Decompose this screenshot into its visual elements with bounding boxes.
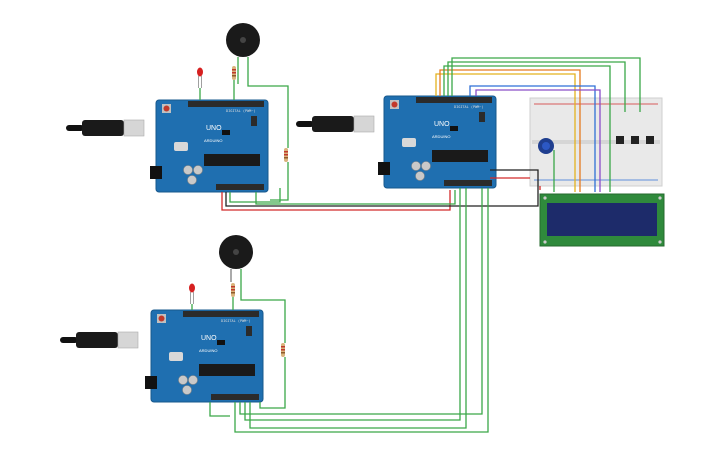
resistor bbox=[232, 66, 236, 80]
piezo-buzzer-1[interactable] bbox=[226, 23, 260, 70]
digital-header-label: DIGITAL (PWM~) bbox=[226, 109, 256, 113]
push-button-1[interactable] bbox=[616, 136, 624, 144]
usb-cable bbox=[65, 119, 145, 137]
digital-header-label: DIGITAL (PWM~) bbox=[221, 319, 251, 323]
usb-cable bbox=[295, 115, 375, 133]
arduino-logo: UNO bbox=[201, 335, 217, 342]
arduino-brand: ARDUINO bbox=[204, 138, 222, 143]
lcd-16x2[interactable] bbox=[539, 193, 665, 247]
red-led-2[interactable] bbox=[189, 283, 195, 305]
arduino-uno-1[interactable]: UNO ARDUINO DIGITAL (PWM~) bbox=[149, 99, 269, 193]
arduino-uno-3[interactable]: UNO ARDUINO DIGITAL (PWM~) bbox=[144, 309, 264, 403]
arduino-brand: ARDUINO bbox=[432, 134, 450, 139]
red-led-1[interactable] bbox=[197, 67, 203, 89]
push-button-3[interactable] bbox=[646, 136, 654, 144]
arduino-uno-2[interactable]: UNO ARDUINO DIGITAL (PWM~) bbox=[377, 95, 497, 189]
resistor bbox=[231, 283, 235, 297]
arduino-brand: ARDUINO bbox=[199, 348, 217, 353]
arduino-logo: UNO bbox=[434, 121, 450, 128]
resistor bbox=[281, 343, 285, 357]
potentiometer[interactable] bbox=[538, 138, 554, 154]
piezo-buzzer-2[interactable] bbox=[219, 235, 253, 282]
wires bbox=[191, 57, 641, 433]
resistor bbox=[284, 148, 288, 162]
push-button-2[interactable] bbox=[631, 136, 639, 144]
digital-header-label: DIGITAL (PWM~) bbox=[454, 105, 484, 109]
usb-cable bbox=[59, 331, 139, 349]
arduino-logo: UNO bbox=[206, 125, 222, 132]
